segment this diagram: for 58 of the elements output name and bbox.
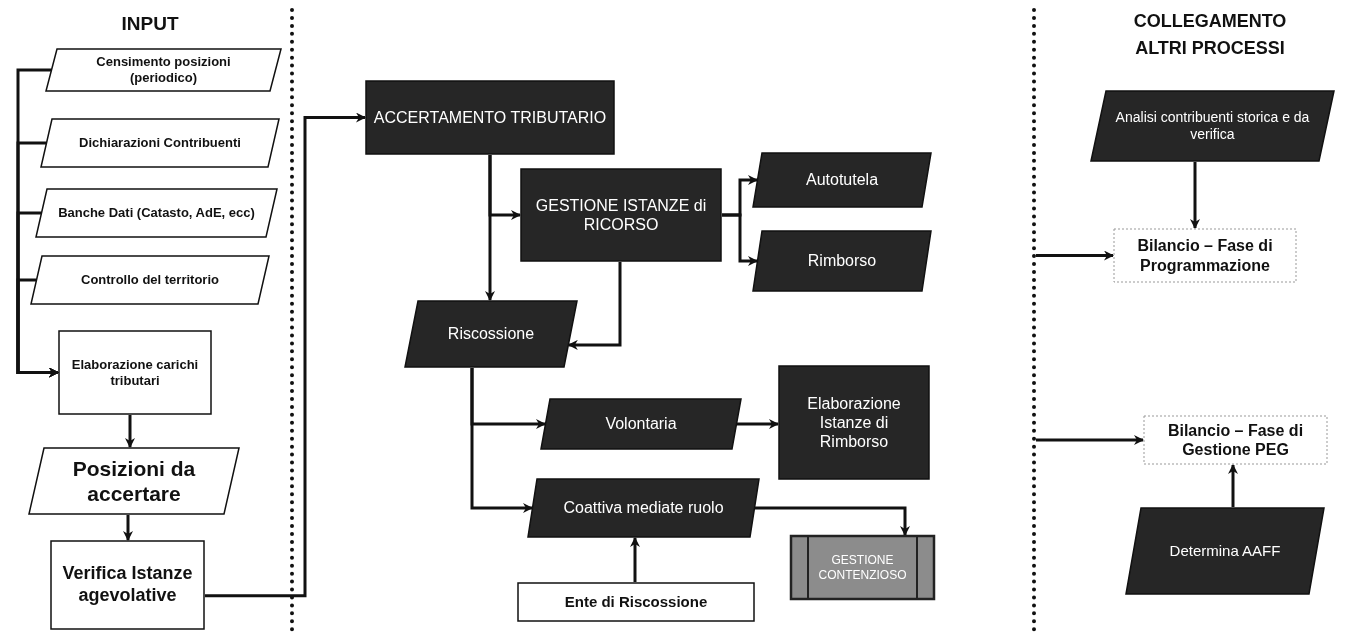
parallelogram-box [752, 230, 932, 292]
box-label: Determina AAFF [1169, 542, 1281, 560]
box-label: GESTIONE ISTANZE di RICORSO [534, 195, 708, 235]
box-label: Volontaria [605, 414, 677, 434]
parallelogram-box [45, 48, 282, 92]
parallelogram-box [28, 447, 240, 515]
process-box [790, 535, 935, 600]
parallelogram-box [404, 300, 578, 368]
box-label: GESTIONE CONTENZIOSO [817, 553, 908, 582]
box-label: Rimborso [807, 251, 877, 271]
box-label: Dichiarazioni Contribuenti [79, 135, 241, 151]
box-label: Elaborazione carichi tributari [70, 356, 200, 389]
process-box [365, 80, 615, 155]
arrow [1036, 250, 1114, 261]
process-box [1113, 228, 1297, 283]
process-box [58, 330, 212, 415]
parallelogram-box [30, 255, 270, 305]
box-label: Autotutela [805, 170, 879, 190]
arrow [1190, 162, 1200, 229]
box-label: Verifica Istanze agevolative [61, 563, 194, 607]
process-box [778, 365, 930, 480]
box-label: Bilancio – Fase di Programmazione [1136, 236, 1274, 275]
parallelogram-box [40, 118, 280, 168]
process-box [520, 168, 722, 262]
box-label: Analisi contribuenti storica e da verifica [1114, 109, 1311, 143]
parallelogram-box [540, 398, 742, 450]
arrow [722, 213, 758, 266]
column-heading: INPUT [120, 12, 180, 36]
parallelogram-box [35, 188, 278, 238]
parallelogram-box [1125, 507, 1325, 595]
box-label: Elaborazione Istanze di Rimborso [806, 393, 902, 452]
arrow [1228, 464, 1238, 507]
arrow [125, 415, 135, 448]
column-heading: COLLEGAMENTO ALTRI PROCESSI [1132, 10, 1288, 60]
box-label: Riscossione [447, 324, 535, 344]
box-label: Censimento posizioni (periodico) [95, 54, 232, 86]
box-label: Posizioni da accertare [71, 455, 197, 507]
box-label: Banche Dati (Catasto, AdE, ecc) [58, 205, 255, 221]
process-box [517, 582, 755, 622]
parallelogram-box [527, 478, 760, 538]
arrow [205, 112, 366, 598]
arrow [630, 537, 640, 582]
arrow [485, 155, 495, 301]
box-label: Bilancio – Fase di Gestione PEG [1166, 420, 1305, 460]
process-box [50, 540, 205, 630]
box-label: Coattiva mediate ruolo [563, 498, 724, 518]
arrow [1036, 435, 1144, 445]
arrow [123, 515, 133, 541]
parallelogram-box [752, 152, 932, 208]
parallelogram-box [1090, 90, 1335, 162]
arrow [755, 506, 910, 536]
arrow [470, 368, 533, 513]
process-box [1143, 415, 1328, 465]
box-label: Controllo del territorio [81, 272, 219, 288]
arrow [16, 278, 59, 378]
box-label: ACCERTAMENTO TRIBUTARIO [373, 107, 607, 128]
arrow [737, 419, 779, 429]
box-label: Ente di Riscossione [564, 593, 708, 611]
